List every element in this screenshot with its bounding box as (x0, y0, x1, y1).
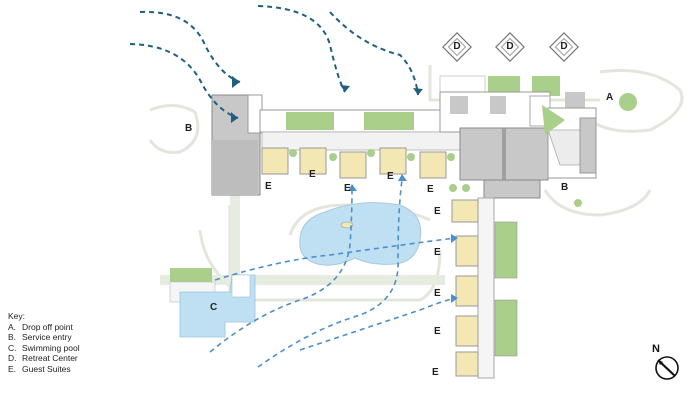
compass-north-label: N (652, 343, 660, 355)
label-d-pavilion-2: D (506, 41, 514, 52)
legend: Key: A. Drop off point B. Service entry … (8, 311, 80, 374)
label-e-suite-1: E (265, 181, 272, 192)
label-e-suite-10: E (432, 367, 439, 378)
east-corridor (449, 184, 518, 379)
label-a-drop-off: A (606, 92, 614, 103)
label-e-suite-8: E (434, 288, 441, 299)
label-b-service-entry-west: B (185, 123, 193, 134)
legend-item: C. Swimming pool (8, 343, 80, 354)
light-arrowheads (348, 174, 458, 303)
label-b-service-entry-east: B (561, 182, 569, 193)
label-e-suite-3: E (344, 183, 351, 194)
compass (655, 356, 679, 380)
north-services (439, 91, 585, 133)
dark-circulation-paths (129, 5, 419, 119)
legend-heading: Key: (8, 311, 26, 321)
label-e-suite-4: E (387, 171, 394, 182)
label-d-pavilion-1: D (453, 41, 461, 52)
label-e-suite-7: E (434, 247, 441, 258)
label-e-suite-5: E (427, 184, 434, 195)
legend-text: Swimming pool (22, 342, 80, 353)
west-building (211, 94, 263, 196)
label-d-pavilion-3: D (560, 41, 568, 52)
label-e-suite-9: E (434, 326, 441, 337)
legend-letter: E. (8, 363, 17, 374)
legend-text: Guest Suites (22, 363, 71, 374)
retreat-center-pavilions (442, 32, 579, 62)
legend-item: B. Service entry (8, 332, 80, 343)
label-c-swimming-pool: C (210, 302, 218, 313)
dark-arrowheads (231, 76, 423, 123)
legend-letter: D. (8, 353, 17, 363)
label-e-suite-2: E (309, 169, 316, 180)
legend-letter: B. (8, 332, 17, 342)
legend-text: Drop off point (22, 321, 73, 332)
east-lodge (459, 105, 597, 199)
swimming-pool-area (169, 268, 256, 338)
legend-item: D. Retreat Center (8, 353, 80, 364)
east-guest-suites (451, 199, 479, 377)
legend-item: A. Drop off point (8, 322, 80, 333)
light-circulation-paths (209, 179, 456, 368)
north-guest-suites (261, 147, 455, 179)
pond (299, 202, 422, 266)
legend-text: Retreat Center (22, 353, 78, 363)
legend-letter: A. (8, 321, 17, 332)
legend-letter: C. (8, 342, 17, 353)
legend-item: E. Guest Suites (8, 364, 80, 375)
label-e-suite-6: E (434, 206, 441, 217)
legend-text: Service entry (22, 332, 72, 342)
north-corridor (259, 109, 463, 151)
